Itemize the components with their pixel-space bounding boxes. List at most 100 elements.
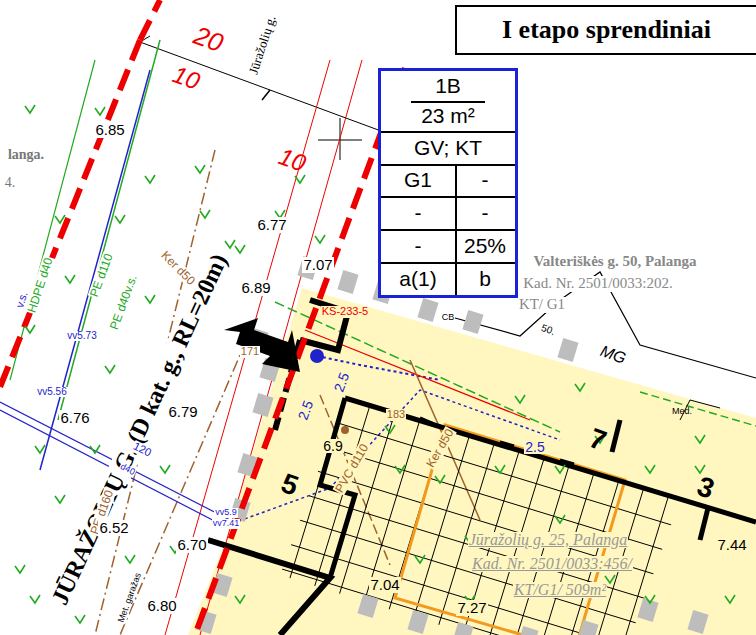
map-label: 20 <box>189 22 227 58</box>
grass-mark <box>125 555 135 563</box>
map-label: Valteriškės g. 50, Palanga <box>532 254 697 270</box>
map-label: PE d40v.s. <box>108 272 140 332</box>
grass-mark <box>145 175 155 183</box>
map-label: Ker d50 <box>158 248 198 288</box>
map-label: Jūražolių g. 25, Palanga <box>468 532 629 549</box>
map-label: 7.07 <box>302 257 333 273</box>
grass-mark <box>55 215 65 223</box>
grid-line <box>506 426 608 635</box>
fence-block <box>462 310 483 334</box>
table-cell: 25% <box>455 229 515 262</box>
fence-block <box>452 622 473 635</box>
map-label: 6.76 <box>59 410 90 426</box>
grass-mark <box>495 465 505 473</box>
map-label: vv5.56 <box>36 387 67 398</box>
table-rule <box>455 164 457 295</box>
fence-block <box>252 393 273 417</box>
map-label: 6.85 <box>94 122 125 138</box>
grass-mark <box>55 495 65 503</box>
grid-line <box>282 433 712 565</box>
grass-mark <box>385 425 395 433</box>
table-rule <box>381 229 515 231</box>
map-label: Kad. Nr. 2501/0033:202. <box>522 276 674 292</box>
grass-mark <box>35 445 45 453</box>
fence-block <box>557 338 578 362</box>
grass-mark <box>25 105 35 113</box>
fence-block <box>417 298 438 322</box>
grid-line <box>312 334 742 466</box>
map-label: 6.70 <box>176 537 207 553</box>
map-label: Met. garažas <box>116 571 143 625</box>
grid-line <box>305 359 735 491</box>
map-label: JŪRAŽOLIŲ G. (D kat. g., RL=20m) <box>47 250 233 610</box>
map-label: vv5.73 <box>66 331 97 342</box>
fence-block <box>517 626 538 635</box>
grass-mark <box>555 515 565 523</box>
map-label: 50. <box>539 322 558 337</box>
table-text: a(1) <box>399 267 436 291</box>
grass-mark <box>25 325 35 333</box>
map-label: 6.79 <box>167 404 198 420</box>
grass-mark <box>295 175 305 183</box>
map-label: 10 <box>168 61 204 94</box>
grid-line <box>267 483 697 615</box>
table-cell: G1 <box>381 164 455 196</box>
fence-block <box>577 620 598 635</box>
table-text: - <box>415 201 422 225</box>
grass-mark <box>75 615 85 623</box>
map-label: Kad. Nr. 2501/0033:456/ <box>471 556 633 573</box>
grass-mark <box>95 107 105 115</box>
table-rule <box>381 196 515 198</box>
table-cell: 23 m² <box>381 101 515 131</box>
table-cell: GV; KT <box>381 131 515 164</box>
fence-block <box>337 270 358 294</box>
map-label: 6.89 <box>240 280 271 296</box>
map-label: 6.77 <box>256 217 287 233</box>
map-label: 6.9 <box>322 439 343 454</box>
table-text: 23 m² <box>421 104 475 128</box>
map-label: 7.44 <box>716 537 747 553</box>
map-label: 4. <box>4 176 17 191</box>
grass-mark <box>235 245 245 253</box>
grid-line <box>481 419 583 635</box>
map-label: 6.80 <box>146 598 177 614</box>
map-label: HDPE d40 <box>25 255 55 315</box>
grass-mark <box>235 595 245 603</box>
table-text: 1B <box>435 74 461 98</box>
grass-mark <box>415 555 425 563</box>
grass-mark <box>160 465 170 473</box>
table-text: - <box>482 201 489 225</box>
grass-mark <box>515 395 525 403</box>
map-label: 2.5 <box>524 440 545 455</box>
grid-line <box>208 335 310 635</box>
grass-mark <box>15 565 25 573</box>
grid-line <box>259 508 689 635</box>
map-label: PE d110 <box>88 251 116 300</box>
table-text: GV; KT <box>414 136 482 160</box>
map-label: KT/ G1 <box>518 297 566 313</box>
map-label: 183 <box>386 409 406 421</box>
table-cell: b <box>455 262 515 295</box>
grass-mark <box>105 365 115 373</box>
table-rule <box>381 262 515 264</box>
table-rule <box>411 101 485 103</box>
table-rule <box>381 164 515 166</box>
grass-mark <box>195 165 205 173</box>
grass-mark <box>90 445 100 453</box>
map-label: KT/G1/ 509m² <box>513 582 607 599</box>
map-label: vv5.9 <box>214 508 238 517</box>
table-cell: - <box>381 229 455 262</box>
title-box: I etapo sprendiniai <box>455 5 756 55</box>
map-label: MG <box>597 342 629 367</box>
map-label: langa. <box>7 148 45 163</box>
map-label: CB <box>441 313 456 322</box>
table-cell: - <box>455 196 515 229</box>
fence-block <box>357 594 378 618</box>
table-rule <box>381 131 515 133</box>
grass-mark <box>555 465 565 473</box>
grass-mark <box>645 595 655 603</box>
grass-mark <box>30 595 40 603</box>
grid-line <box>332 373 434 635</box>
fence-block <box>687 610 708 634</box>
